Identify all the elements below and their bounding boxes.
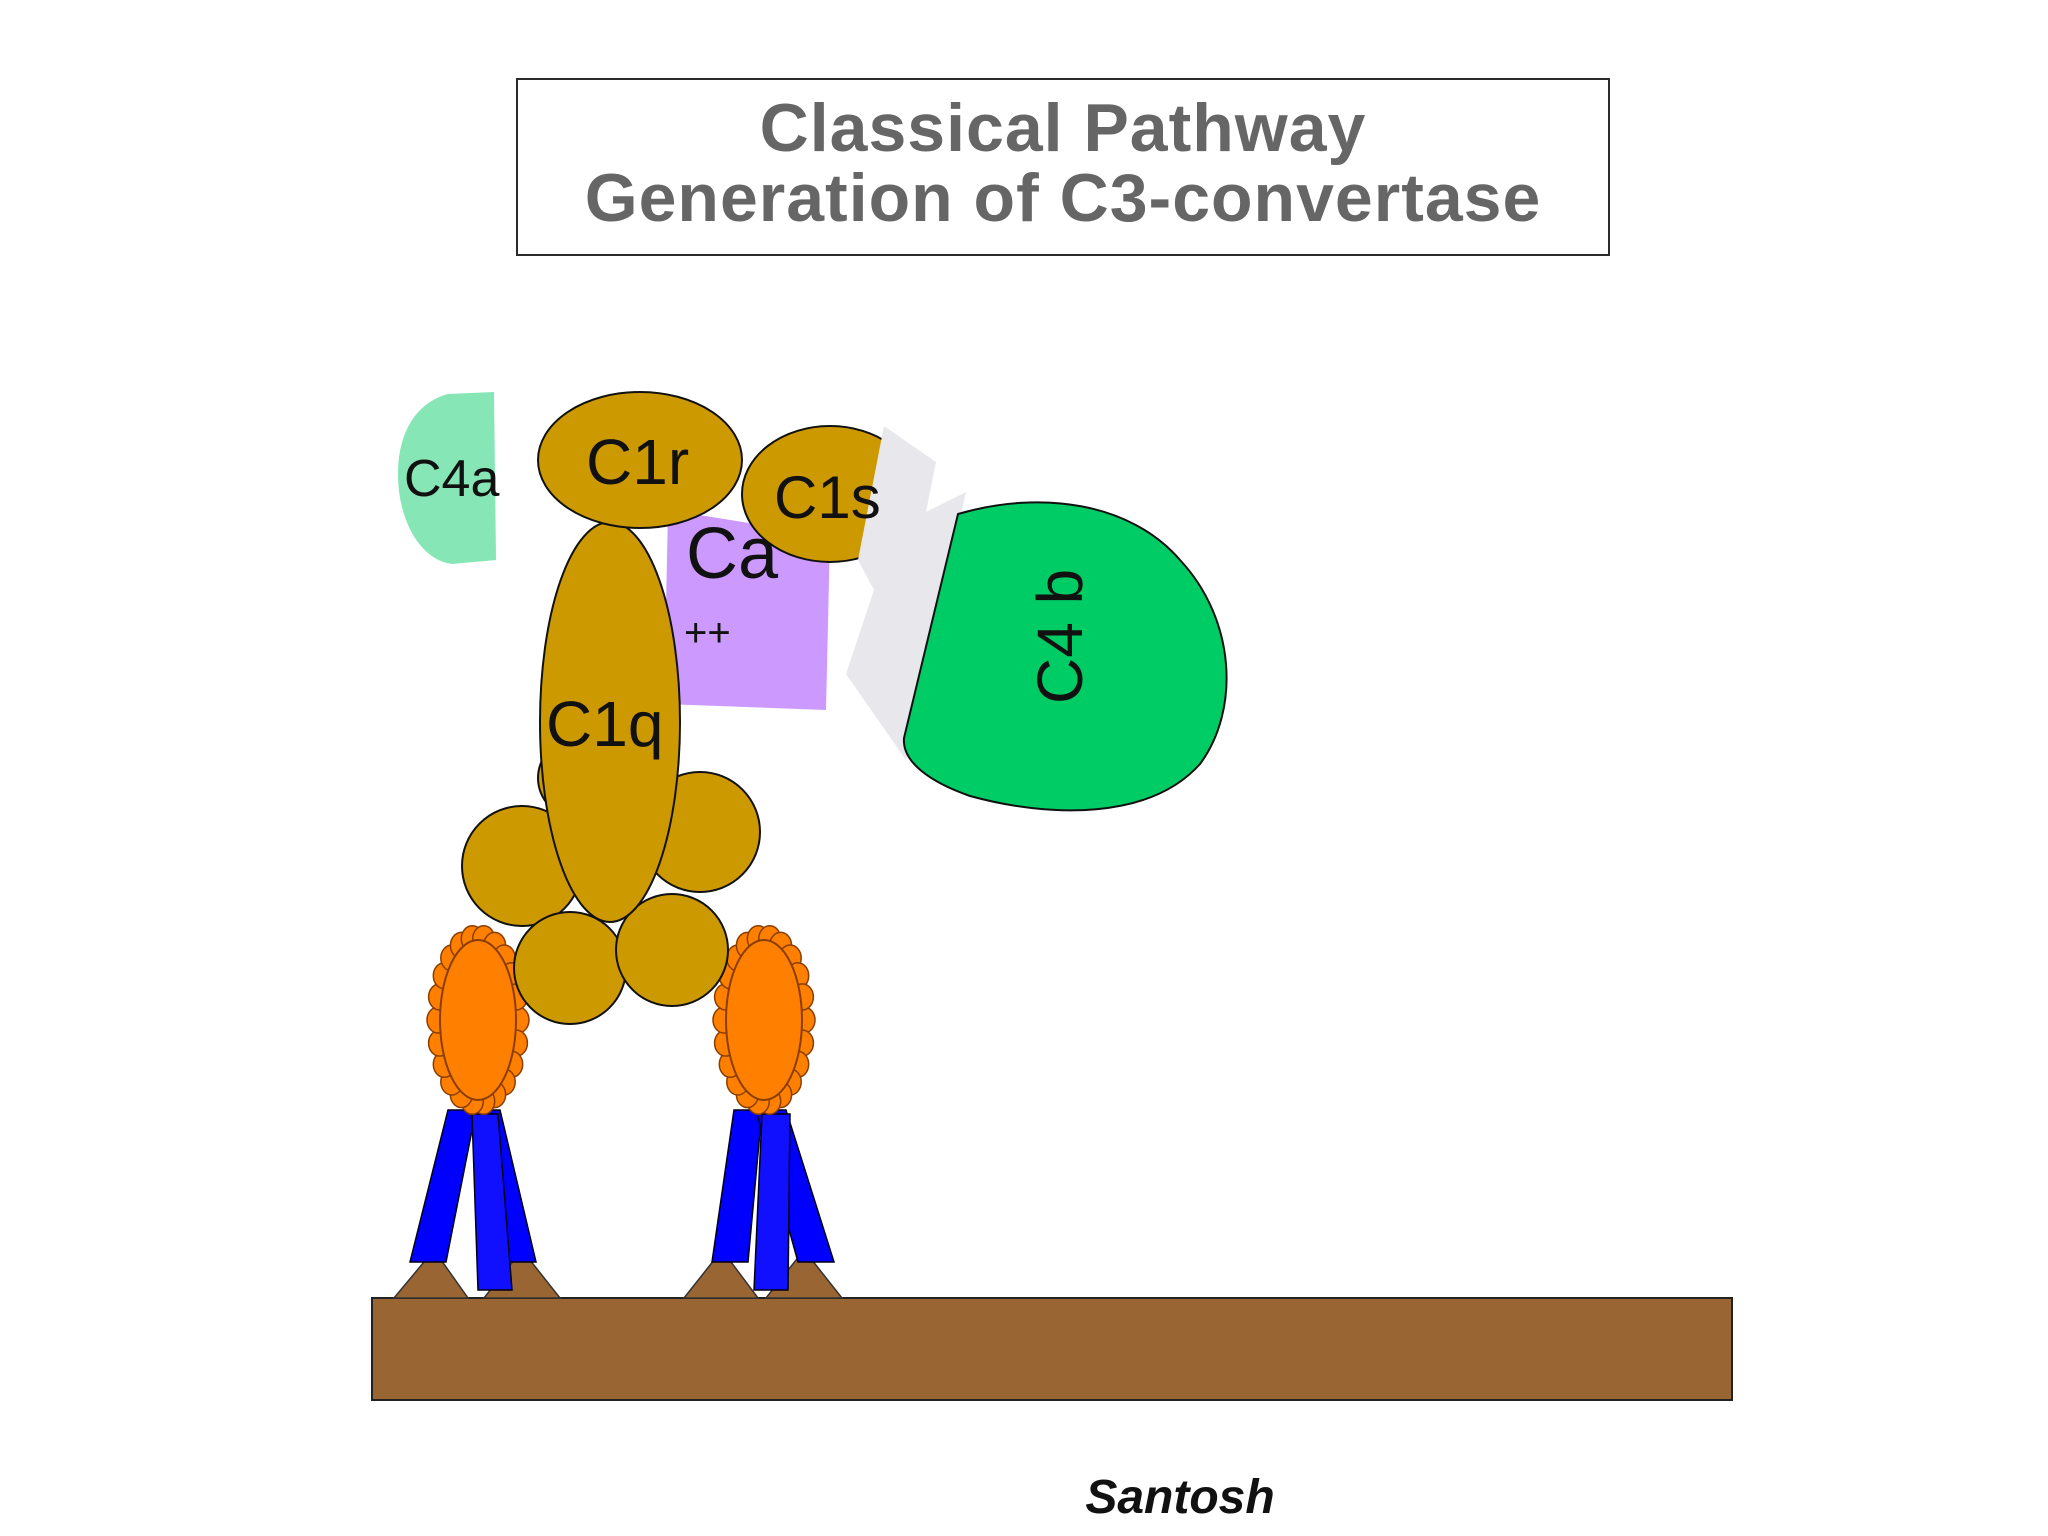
c4a-fragment — [398, 392, 496, 564]
c4a-label: C4a — [404, 450, 499, 508]
c1r-label: C1r — [586, 426, 689, 498]
c1q-head-bottom-left — [513, 911, 627, 1025]
rosette-core — [725, 939, 803, 1101]
antibody-1 — [409, 1109, 537, 1291]
cleavage-shard — [846, 426, 966, 760]
calcium-region — [664, 510, 830, 710]
c1q-label: C1q — [546, 688, 663, 760]
c1q-head-bottom-right — [615, 893, 729, 1007]
title-line-1: Classical Pathway — [759, 90, 1367, 166]
cell-membrane — [371, 1297, 1733, 1401]
rosette-core — [439, 939, 517, 1101]
antibody-2 — [711, 1109, 836, 1291]
c1s-label: C1s — [774, 464, 881, 531]
antigen-epitope-3 — [682, 1248, 760, 1299]
title-line-2: Generation of C3-convertase — [584, 160, 1542, 236]
antigen-rosette-2 — [712, 925, 816, 1115]
c4b-fragment — [902, 501, 1228, 812]
c4b-label: C4 b — [1024, 569, 1096, 704]
antigen-rosette-1 — [426, 925, 530, 1115]
c1r — [537, 391, 743, 529]
antigen-epitope-1 — [392, 1248, 470, 1299]
calcium-charge-label: ++ — [684, 611, 731, 655]
author-credit: Santosh — [1085, 1471, 1275, 1524]
title-box: Classical Pathway Generation of C3-conve… — [516, 78, 1610, 256]
